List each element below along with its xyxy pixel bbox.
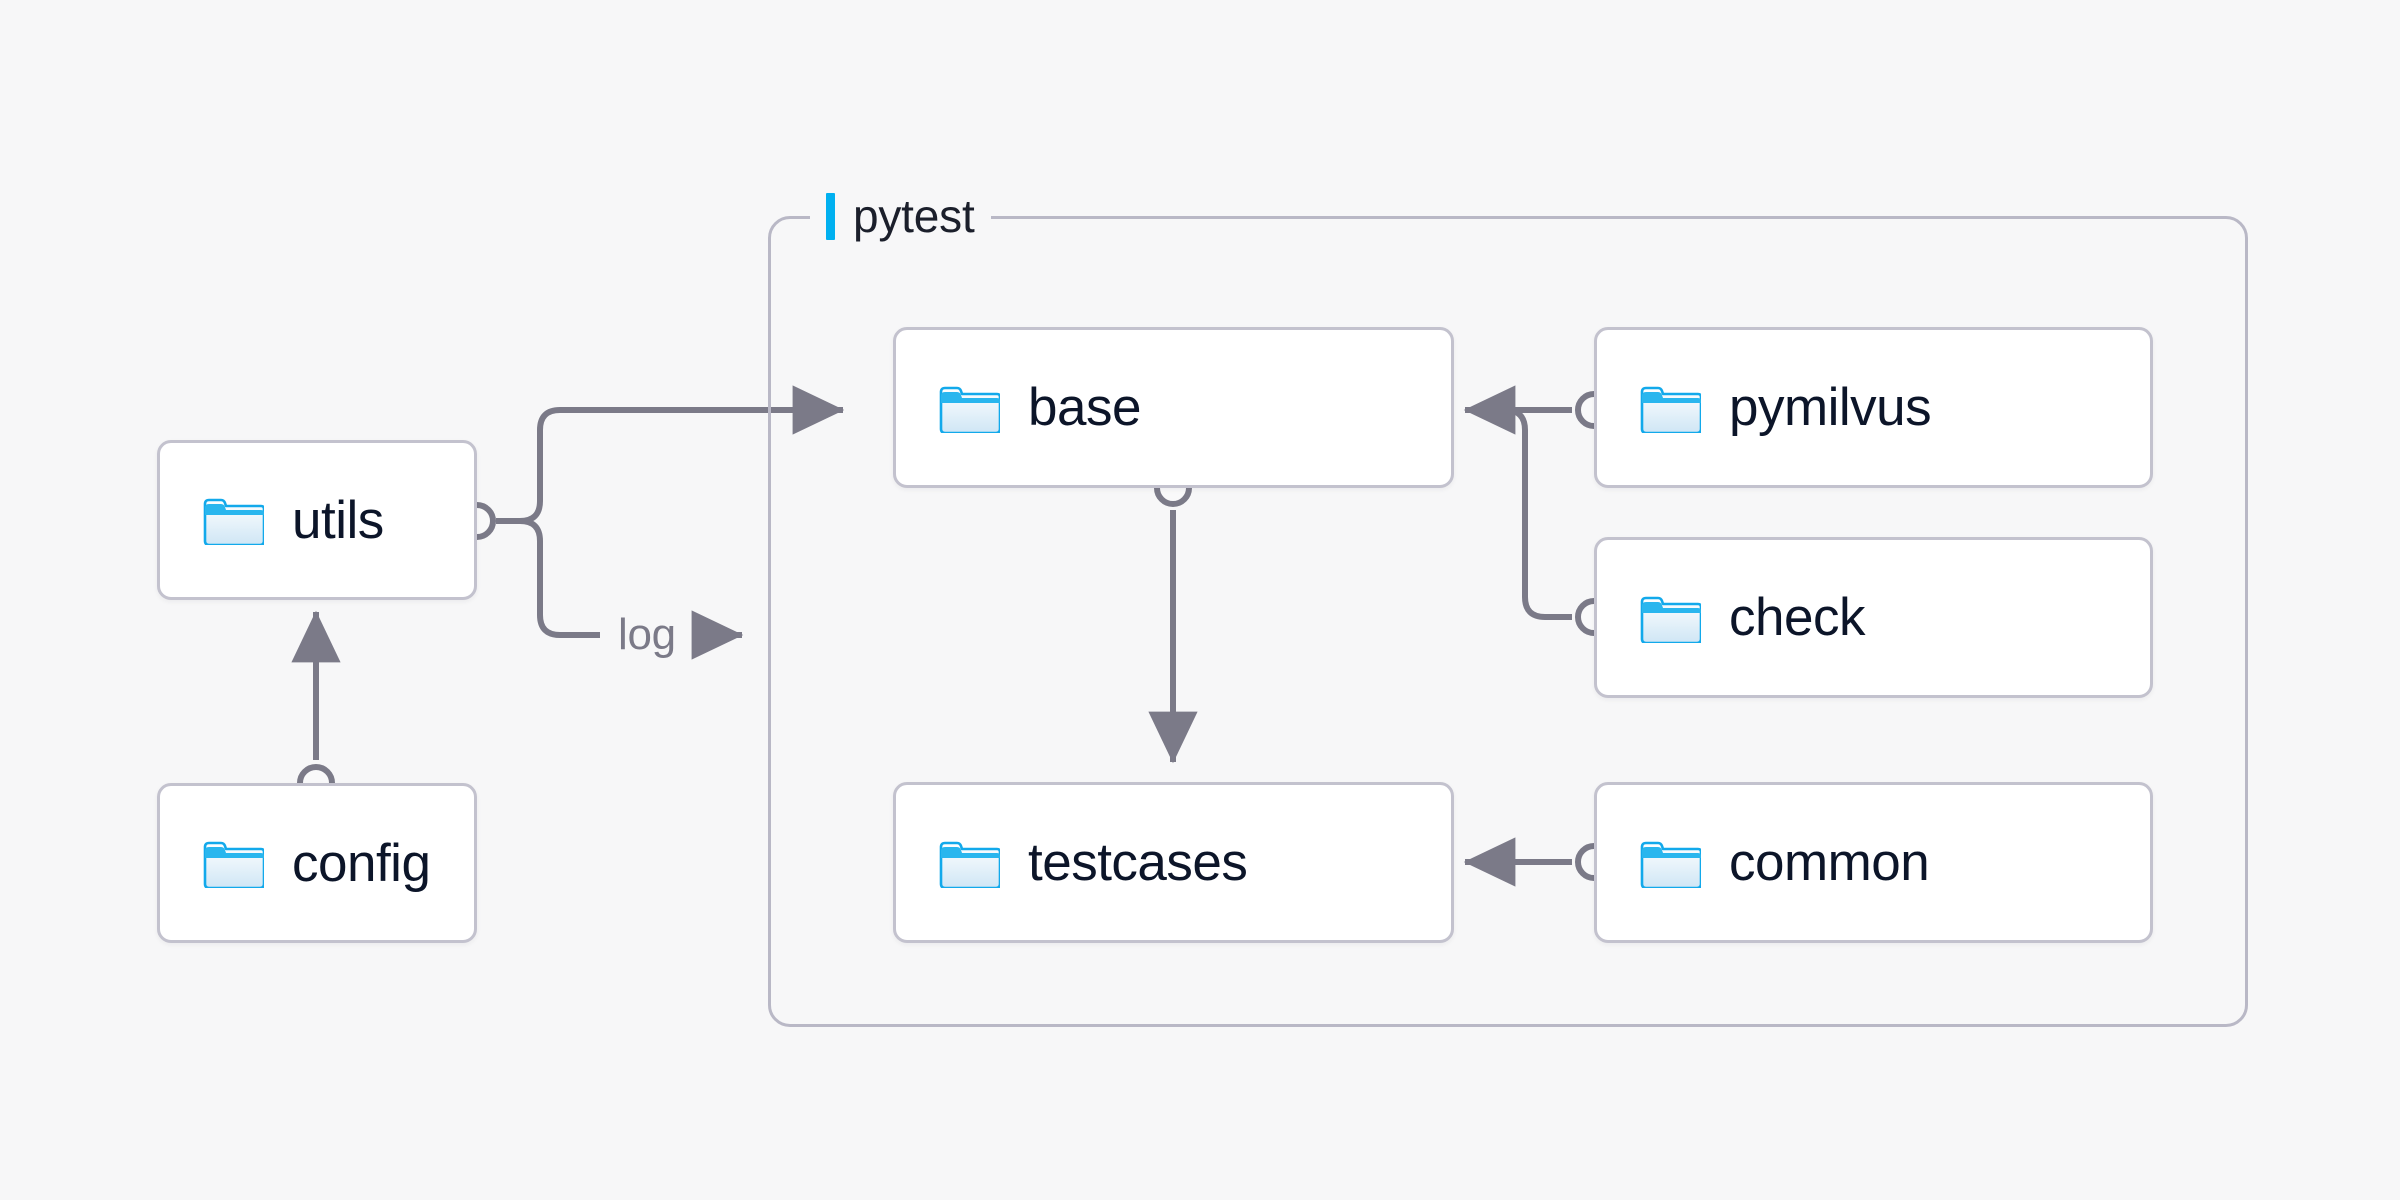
node-testcases-label: testcases xyxy=(1028,833,1248,892)
node-check[interactable]: check xyxy=(1594,537,2153,698)
edge-utils-log xyxy=(496,518,600,638)
node-config-label: config xyxy=(292,833,431,893)
node-utils-label: utils xyxy=(292,490,384,550)
edge-label-log: log xyxy=(604,610,690,660)
node-pymilvus[interactable]: pymilvus xyxy=(1594,327,2153,488)
folder-icon xyxy=(1640,841,1701,888)
node-config[interactable]: config xyxy=(157,783,477,943)
folder-icon xyxy=(1640,596,1701,643)
folder-icon xyxy=(203,498,264,545)
folder-icon xyxy=(939,841,1000,888)
node-base[interactable]: base xyxy=(893,327,1454,488)
folder-icon xyxy=(1640,386,1701,433)
node-common[interactable]: common xyxy=(1594,782,2153,943)
group-pytest-title: pytest xyxy=(853,190,975,242)
node-utils[interactable]: utils xyxy=(157,440,477,600)
folder-icon xyxy=(939,386,1000,433)
node-base-label: base xyxy=(1028,378,1141,437)
node-common-label: common xyxy=(1729,833,1930,892)
folder-icon xyxy=(203,841,264,888)
group-pytest[interactable] xyxy=(768,216,2248,1027)
node-check-label: check xyxy=(1729,588,1865,647)
accent-bar-icon xyxy=(826,192,835,240)
group-pytest-label: pytest xyxy=(810,187,991,245)
node-pymilvus-label: pymilvus xyxy=(1729,378,1932,437)
node-testcases[interactable]: testcases xyxy=(893,782,1454,943)
